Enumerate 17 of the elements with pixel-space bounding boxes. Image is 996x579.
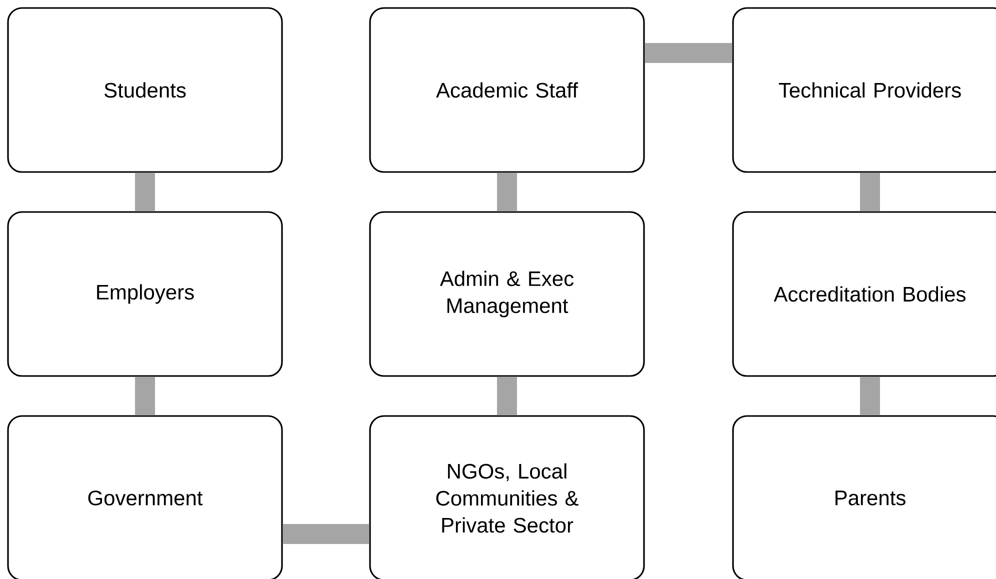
connector-bar: [860, 376, 880, 416]
connector-bar: [497, 376, 517, 416]
connector-bar: [497, 172, 517, 212]
stakeholder-box: Students: [7, 7, 283, 173]
stakeholder-box: Parents: [732, 415, 996, 579]
stakeholder-box: Academic Staff: [369, 7, 645, 173]
connector-bar: [860, 172, 880, 212]
connector-bar: [135, 376, 155, 416]
stakeholder-box: NGOs, Local Communities & Private Sector: [369, 415, 645, 579]
stakeholder-box: Accreditation Bodies: [732, 211, 996, 377]
connector-bar: [644, 43, 732, 63]
stakeholder-box: Admin & Exec Management: [369, 211, 645, 377]
stakeholder-box: Government: [7, 415, 283, 579]
stakeholder-box: Employers: [7, 211, 283, 377]
stakeholder-box: Technical Providers: [732, 7, 996, 173]
connector-bar: [135, 172, 155, 212]
connector-bar: [282, 524, 370, 544]
